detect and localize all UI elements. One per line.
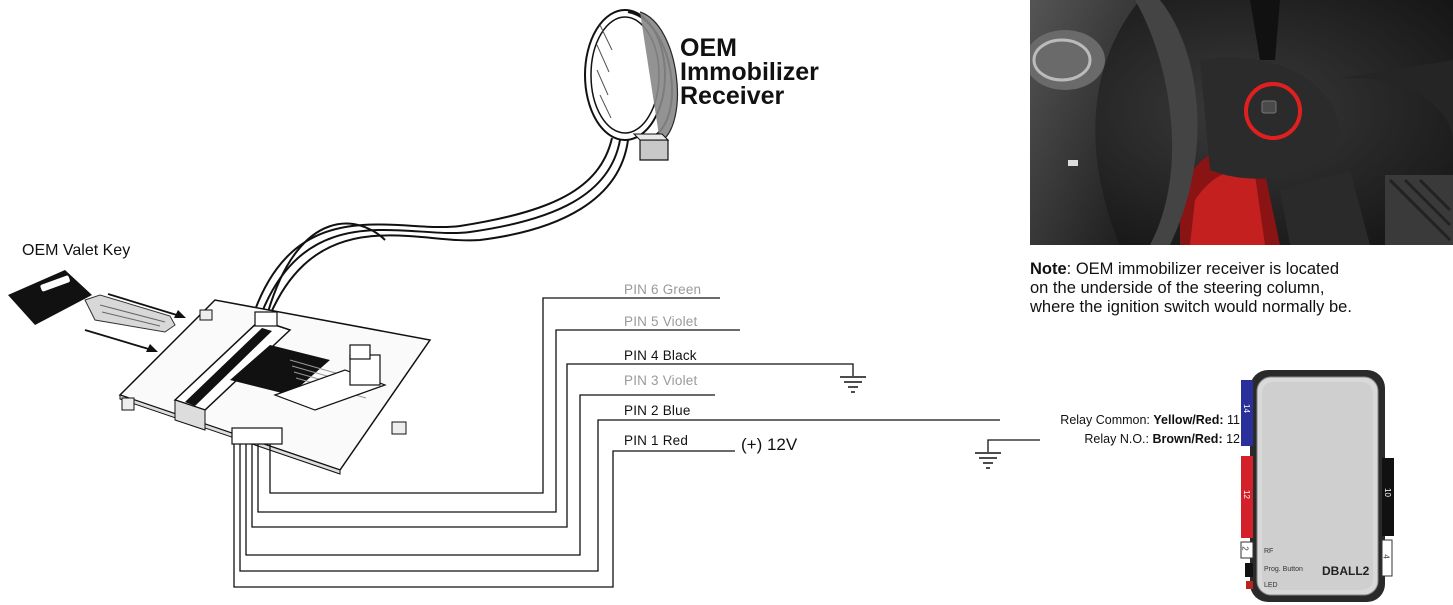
receiver-title-line2: Immobilizer — [680, 58, 819, 86]
pin-wires — [233, 297, 1000, 588]
receiver-title-line3: Receiver — [680, 82, 785, 110]
module-name: DBALL2 — [1322, 564, 1370, 578]
connector-4-label: 4 — [1381, 554, 1391, 559]
receiver-location-circle — [1244, 82, 1302, 140]
connector-2-label: 2 — [1240, 546, 1250, 551]
note-bold: Note — [1030, 260, 1067, 278]
note-line3: where the ignition switch would normally… — [1030, 298, 1352, 316]
connector-12-label: 12 — [1241, 490, 1251, 499]
receiver-cable — [254, 137, 629, 316]
valet-key — [8, 270, 186, 352]
pin6-label: PIN 6 Green — [624, 282, 702, 297]
steering-column-photo — [1030, 0, 1453, 245]
dball2-module: 14 12 10 4 2 RF Prog. Button LED DBALL2 — [1232, 368, 1397, 605]
prog-button-label: Prog. Button — [1264, 566, 1303, 573]
note-line1-text: : OEM immobilizer receiver is located — [1066, 260, 1339, 278]
relay-no-prefix: Relay N.O.: — [1084, 432, 1153, 446]
interface-board — [118, 299, 432, 475]
connector-10-label: 10 — [1382, 488, 1392, 497]
note-line2: on the underside of the steering column, — [1030, 279, 1325, 297]
module-body — [1240, 370, 1394, 602]
ground-symbol — [840, 376, 866, 393]
relay-common-wire: Yellow/Red: — [1153, 413, 1224, 427]
led-label: LED — [1264, 582, 1278, 589]
relay-common-prefix: Relay Common: — [1060, 413, 1154, 427]
receiver-title-line1: OEM — [680, 34, 737, 62]
relay-common-label: Relay Common: Yellow/Red: 11 — [1060, 413, 1240, 427]
location-note: Note: OEM immobilizer receiver is locate… — [1030, 260, 1352, 317]
pin4-label: PIN 4 Black — [624, 348, 697, 363]
pin1-label: PIN 1 Red — [624, 433, 689, 448]
pin2-label: PIN 2 Blue — [624, 403, 691, 418]
relay-common-pin: 11 — [1223, 413, 1240, 427]
relay-no-wire: Brown/Red: — [1152, 432, 1223, 446]
pin3-label: PIN 3 Violet — [624, 373, 698, 388]
relay-no-label: Relay N.O.: Brown/Red: 12 — [1084, 432, 1240, 446]
power-12v-label: (+) 12V — [741, 435, 798, 454]
receiver-title: OEM Immobilizer Receiver — [680, 34, 819, 110]
relay-no-pin: 12 — [1222, 432, 1240, 446]
note-line1: Note: OEM immobilizer receiver is locate… — [1030, 260, 1352, 279]
valet-key-label: OEM Valet Key — [22, 242, 131, 259]
pin5-label: PIN 5 Violet — [624, 314, 698, 329]
relay-no-ground — [975, 439, 1040, 469]
steering-photo-art — [1030, 0, 1453, 245]
connector-14-label: 14 — [1241, 404, 1251, 413]
rf-label: RF — [1264, 548, 1274, 555]
immobilizer-receiver-ring — [584, 9, 678, 161]
